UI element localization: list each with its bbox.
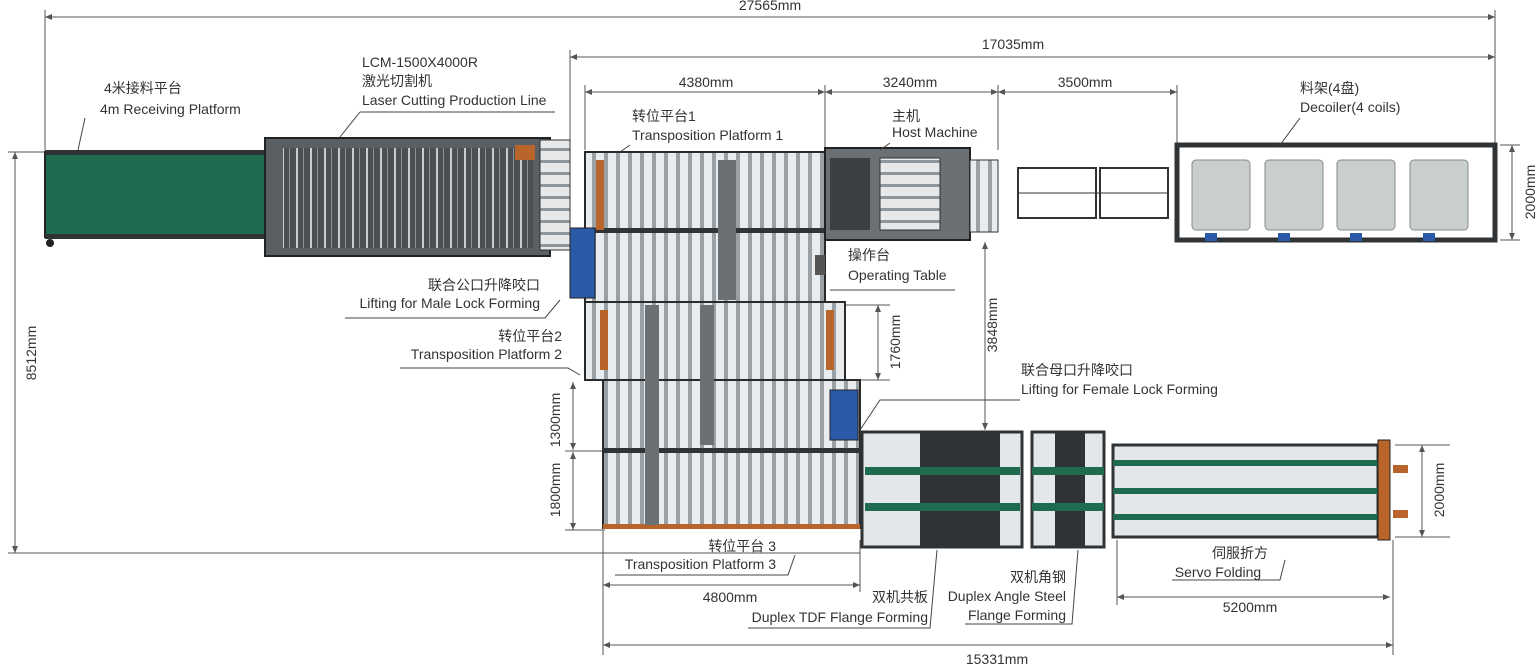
label-laser-model: LCM-1500X4000R <box>362 54 478 70</box>
label-male-cn: 联合公口升降咬口 <box>428 277 540 293</box>
label-servo-en: Servo Folding <box>1175 564 1261 580</box>
dim-host-to-flange: 3848mm <box>984 298 1000 352</box>
label-male-en: Lifting for Male Lock Forming <box>359 295 540 311</box>
angle-steel-flange-forming <box>1030 430 1106 549</box>
label-angle-en2: Flange Forming <box>968 607 1066 623</box>
laser-cutting-machine <box>264 137 571 257</box>
dimension-lines <box>8 10 1520 655</box>
label-female-cn: 联合母口升降咬口 <box>1021 362 1133 378</box>
label-laser-cn: 激光切割机 <box>362 73 432 89</box>
label-host-en: Host Machine <box>892 124 978 140</box>
dim-host-length: 3240mm <box>883 74 937 90</box>
dimension-labels: 27565mm 17035mm 4380mm 3240mm 3500mm 200… <box>23 0 1538 665</box>
dim-platform3-lower: 1800mm <box>547 463 563 517</box>
dim-platform2-width: 1760mm <box>887 315 903 369</box>
label-tdf-en: Duplex TDF Flange Forming <box>752 609 928 625</box>
servo-folding-machine <box>1111 439 1408 541</box>
label-tdf-cn: 双机共板 <box>872 589 928 605</box>
label-decoiler-cn: 料架(4盘) <box>1300 80 1359 96</box>
label-optable-cn: 操作台 <box>848 247 890 263</box>
dim-line-length: 17035mm <box>982 36 1044 52</box>
transposition-platform-1 <box>569 151 826 303</box>
label-angle-cn: 双机角钢 <box>1010 569 1066 585</box>
dim-lower-line-length: 15331mm <box>966 651 1028 665</box>
transposition-platform-3 <box>602 305 861 529</box>
tdf-flange-forming <box>860 430 1024 549</box>
dim-folding-length: 5200mm <box>1223 599 1277 615</box>
label-host-cn: 主机 <box>892 108 920 124</box>
label-tp1-cn: 转位平台1 <box>632 108 696 124</box>
label-tp1-en: Transposition Platform 1 <box>632 127 783 143</box>
feeding-rack <box>1017 167 1169 219</box>
label-female-en: Lifting for Female Lock Forming <box>1021 381 1218 397</box>
label-optable-en: Operating Table <box>848 267 947 283</box>
label-tp2-cn: 转位平台2 <box>498 328 562 344</box>
dim-platform3-length: 4800mm <box>703 589 757 605</box>
dim-tp1-length: 4380mm <box>679 74 733 90</box>
label-tp3-en: Transposition Platform 3 <box>625 556 776 572</box>
dim-total-length: 27565mm <box>739 0 801 13</box>
transposition-platform-2 <box>584 301 846 381</box>
dim-platform3-upper: 1300mm <box>547 393 563 447</box>
dim-folding-width: 2000mm <box>1431 463 1447 517</box>
component-labels: 4米接料平台 4m Receiving Platform LCM-1500X40… <box>100 54 1400 625</box>
receiving-platform <box>44 150 268 247</box>
label-tp2-en: Transposition Platform 2 <box>411 346 562 362</box>
label-tp3-cn: 转位平台 3 <box>708 538 776 554</box>
label-receiving-en: 4m Receiving Platform <box>100 101 241 117</box>
label-decoiler-en: Decoiler(4 coils) <box>1300 99 1400 115</box>
label-receiving-cn: 4米接料平台 <box>104 80 182 96</box>
dim-gap-length: 3500mm <box>1058 74 1112 90</box>
dim-decoiler-width: 2000mm <box>1522 165 1538 219</box>
label-servo-cn: 伺服折方 <box>1212 545 1268 561</box>
decoiler <box>1174 142 1498 243</box>
host-machine <box>815 147 999 275</box>
dim-total-width: 8512mm <box>23 326 39 380</box>
label-laser-en: Laser Cutting Production Line <box>362 92 547 108</box>
label-angle-en1: Duplex Angle Steel <box>948 588 1066 604</box>
leader-lines <box>77 111 1301 629</box>
